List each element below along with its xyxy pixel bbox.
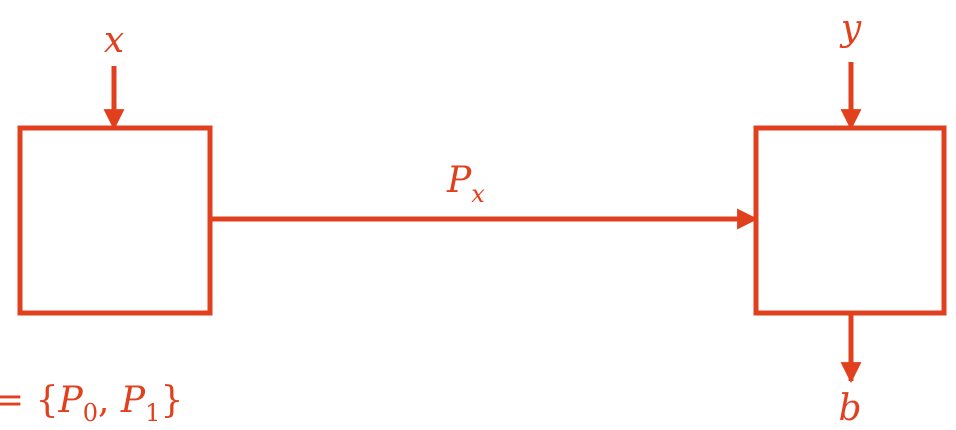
set-p1-sub: 1 [145,399,160,427]
set-separator: , [98,380,121,421]
set-prefix: = { [0,380,59,421]
set-p0-main: P [58,380,84,421]
right-box [753,125,947,316]
channel-label: Px [446,160,485,208]
set-p1-main: P [120,380,146,421]
output-label: b [838,388,861,429]
left-input-label: x [104,20,124,61]
right-input-label: y [839,8,862,49]
set-notation: = {P0, P1} [0,380,183,427]
set-p0-sub: 0 [83,399,98,427]
channel-label-main: P [446,160,472,201]
left-box [17,125,213,316]
channel-label-sub: x [471,180,485,208]
set-suffix: } [160,380,183,421]
